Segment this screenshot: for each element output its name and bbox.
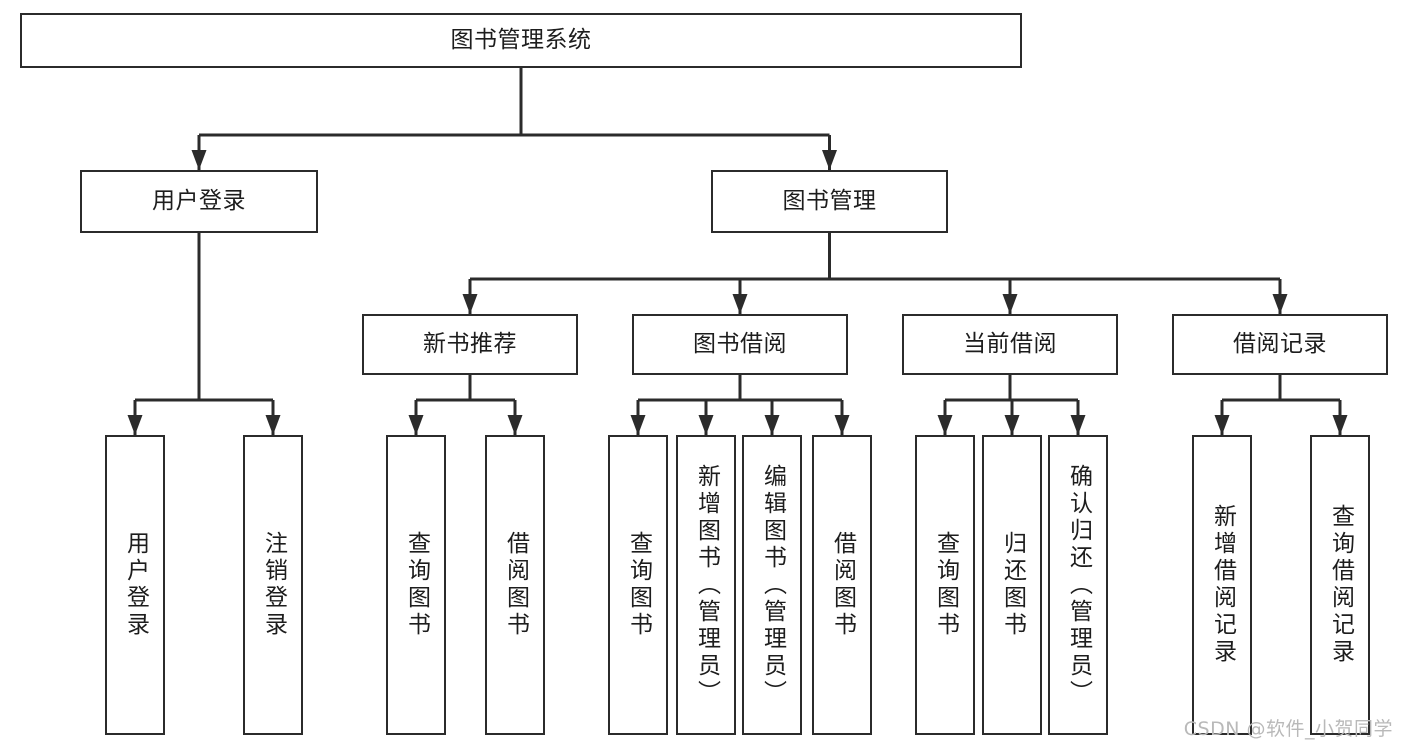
arrow-head-icon [1332, 415, 1348, 435]
node-leaf-03[interactable]: 查询图书 [386, 435, 446, 735]
arrow-head-icon [764, 415, 780, 435]
node-bookmgmt[interactable]: 图书管理 [711, 170, 948, 233]
node-label: 查询借阅记录 [1327, 504, 1354, 666]
node-label: 确认归还（管理员） [1065, 463, 1092, 707]
node-login[interactable]: 用户登录 [80, 170, 318, 233]
node-label: 注销登录 [260, 531, 287, 639]
node-label: 图书管理 [782, 187, 877, 214]
arrow-head-icon [822, 150, 837, 170]
node-leaf-05[interactable]: 查询图书 [608, 435, 668, 735]
node-label: 图书管理系统 [450, 26, 592, 53]
node-label: 新书推荐 [423, 330, 517, 357]
arrow-head-icon [834, 415, 850, 435]
arrow-head-icon [630, 415, 646, 435]
arrow-head-icon [265, 415, 281, 435]
node-leaf-12[interactable]: 新增借阅记录 [1192, 435, 1252, 735]
arrow-head-icon [1214, 415, 1230, 435]
node-label: 用户登录 [152, 187, 246, 214]
node-leaf-10[interactable]: 归还图书 [982, 435, 1042, 735]
node-label: 借阅图书 [502, 531, 529, 639]
node-leaf-07[interactable]: 编辑图书（管理员） [742, 435, 802, 735]
arrow-head-icon [462, 294, 478, 314]
arrow-head-icon [937, 415, 953, 435]
node-label: 借阅记录 [1233, 330, 1327, 357]
arrow-head-icon [408, 415, 424, 435]
arrow-head-icon [1070, 415, 1086, 435]
node-label: 查询图书 [403, 531, 430, 639]
node-leaf-11[interactable]: 确认归还（管理员） [1048, 435, 1108, 735]
arrow-head-icon [1004, 415, 1020, 435]
arrow-head-icon [1002, 294, 1018, 314]
node-label: 归还图书 [999, 531, 1026, 639]
arrow-head-icon [127, 415, 143, 435]
node-leaf-08[interactable]: 借阅图书 [812, 435, 872, 735]
arrow-head-icon [732, 294, 748, 314]
node-leaf-09[interactable]: 查询图书 [915, 435, 975, 735]
node-label: 编辑图书（管理员） [759, 463, 786, 707]
node-leaf-13[interactable]: 查询借阅记录 [1310, 435, 1370, 735]
arrow-head-icon [698, 415, 714, 435]
node-label: 新增借阅记录 [1209, 504, 1236, 666]
node-label: 当前借阅 [963, 330, 1057, 357]
arrow-head-icon [507, 415, 523, 435]
node-label: 查询图书 [625, 531, 652, 639]
node-label: 图书借阅 [693, 330, 787, 357]
node-label: 新增图书（管理员） [693, 463, 720, 707]
arrow-head-icon [191, 150, 207, 170]
node-label: 查询图书 [932, 531, 959, 639]
arrow-head-icon [1272, 294, 1288, 314]
node-borrow[interactable]: 图书借阅 [632, 314, 848, 375]
node-newbook[interactable]: 新书推荐 [362, 314, 578, 375]
node-records[interactable]: 借阅记录 [1172, 314, 1388, 375]
node-leaf-01[interactable]: 用户登录 [105, 435, 165, 735]
node-root[interactable]: 图书管理系统 [20, 13, 1022, 68]
node-label: 用户登录 [122, 531, 149, 639]
node-leaf-06[interactable]: 新增图书（管理员） [676, 435, 736, 735]
node-leaf-02[interactable]: 注销登录 [243, 435, 303, 735]
node-current[interactable]: 当前借阅 [902, 314, 1118, 375]
node-label: 借阅图书 [829, 531, 856, 639]
node-leaf-04[interactable]: 借阅图书 [485, 435, 545, 735]
